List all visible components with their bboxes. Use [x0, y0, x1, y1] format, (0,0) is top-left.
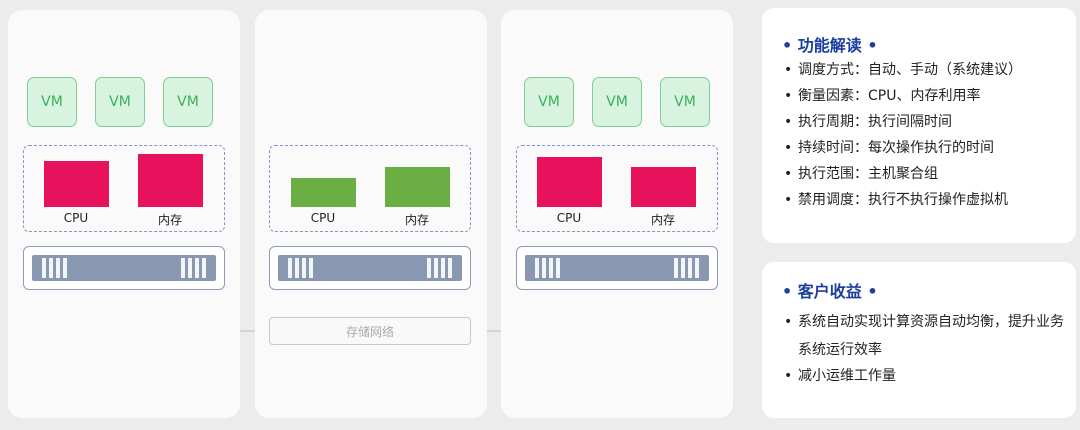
cpu-label: CPU — [63, 211, 89, 225]
memory-bar — [385, 167, 450, 207]
memory-label: 内存 — [404, 213, 429, 227]
vm-box: VM — [524, 77, 574, 127]
list-item: •衡量因素：CPU、内存利用率 — [784, 88, 981, 104]
resource-box-2 — [269, 145, 471, 232]
server-2 — [269, 246, 471, 290]
list-item: •禁用调度：执行不执行操作虚拟机 — [784, 192, 1008, 208]
server-3 — [516, 246, 718, 290]
vm-box: VM — [660, 77, 710, 127]
host-card-2 — [255, 10, 487, 418]
server-1 — [23, 246, 225, 290]
memory-label: 内存 — [157, 213, 182, 227]
list-item: •执行范围：主机聚合组 — [784, 166, 938, 182]
list-item: •执行周期：执行间隔时间 — [784, 114, 952, 130]
resource-box-3 — [516, 145, 718, 232]
list-item: •减小运维工作量 — [784, 368, 896, 384]
cpu-bar — [291, 178, 356, 207]
cpu-label: CPU — [556, 211, 582, 225]
resource-box-1 — [23, 145, 225, 232]
vm-box: VM — [27, 77, 77, 127]
cpu-label: CPU — [310, 211, 336, 225]
bullet-dot-icon: • — [782, 36, 798, 55]
cpu-bar — [537, 157, 602, 207]
vm-box: VM — [163, 77, 213, 127]
memory-label: 内存 — [650, 213, 675, 227]
function-panel: • 功能解读 • •调度方式：自动、手动（系统建议） •衡量因素：CPU、内存利… — [762, 8, 1076, 243]
memory-bar — [138, 154, 203, 207]
benefit-panel-title: • 客户收益 • — [782, 282, 878, 301]
function-panel-title: • 功能解读 • — [782, 36, 878, 55]
list-item: •持续时间：每次操作执行的时间 — [784, 140, 994, 156]
list-item: •系统自动实现计算资源自动均衡，提升业务系统运行效率 — [784, 314, 1064, 358]
vm-box: VM — [592, 77, 642, 127]
benefit-panel: • 客户收益 • •系统自动实现计算资源自动均衡，提升业务系统运行效率 •减小运… — [762, 262, 1076, 418]
list-item: •调度方式：自动、手动（系统建议） — [784, 62, 1022, 78]
storage-network: 存储网络 — [269, 317, 471, 345]
cpu-bar — [44, 161, 109, 207]
memory-bar — [631, 167, 696, 207]
vm-box: VM — [95, 77, 145, 127]
bullet-dot-icon: • — [782, 282, 798, 301]
